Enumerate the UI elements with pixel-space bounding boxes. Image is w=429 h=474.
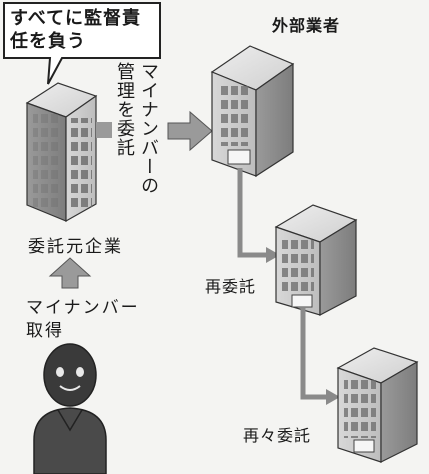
vendors-heading: 外部業者 bbox=[272, 16, 341, 35]
sub-subcontractor-building bbox=[336, 347, 419, 463]
subcontractor-building bbox=[274, 204, 358, 316]
client-company-label: 委託元企業 bbox=[28, 237, 123, 257]
callout-text: すべてに監督責任を負う bbox=[10, 8, 142, 52]
acquisition-label: マイナンバー取得 bbox=[26, 298, 140, 341]
resubcontract-label: 再委託 bbox=[205, 277, 257, 296]
reresubcontract-arrow bbox=[300, 308, 340, 405]
acquisition-arrow bbox=[48, 257, 92, 289]
delegation-label: マイナンバーの管理を委託 bbox=[114, 62, 159, 195]
client-building bbox=[25, 82, 98, 223]
reresubcontract-label: 再々委託 bbox=[243, 426, 312, 445]
callout-bubble bbox=[3, 2, 161, 85]
resubcontract-arrow bbox=[237, 168, 280, 263]
vendor-building bbox=[210, 45, 295, 178]
delegation-arrow bbox=[96, 110, 213, 152]
person-icon bbox=[33, 343, 107, 474]
